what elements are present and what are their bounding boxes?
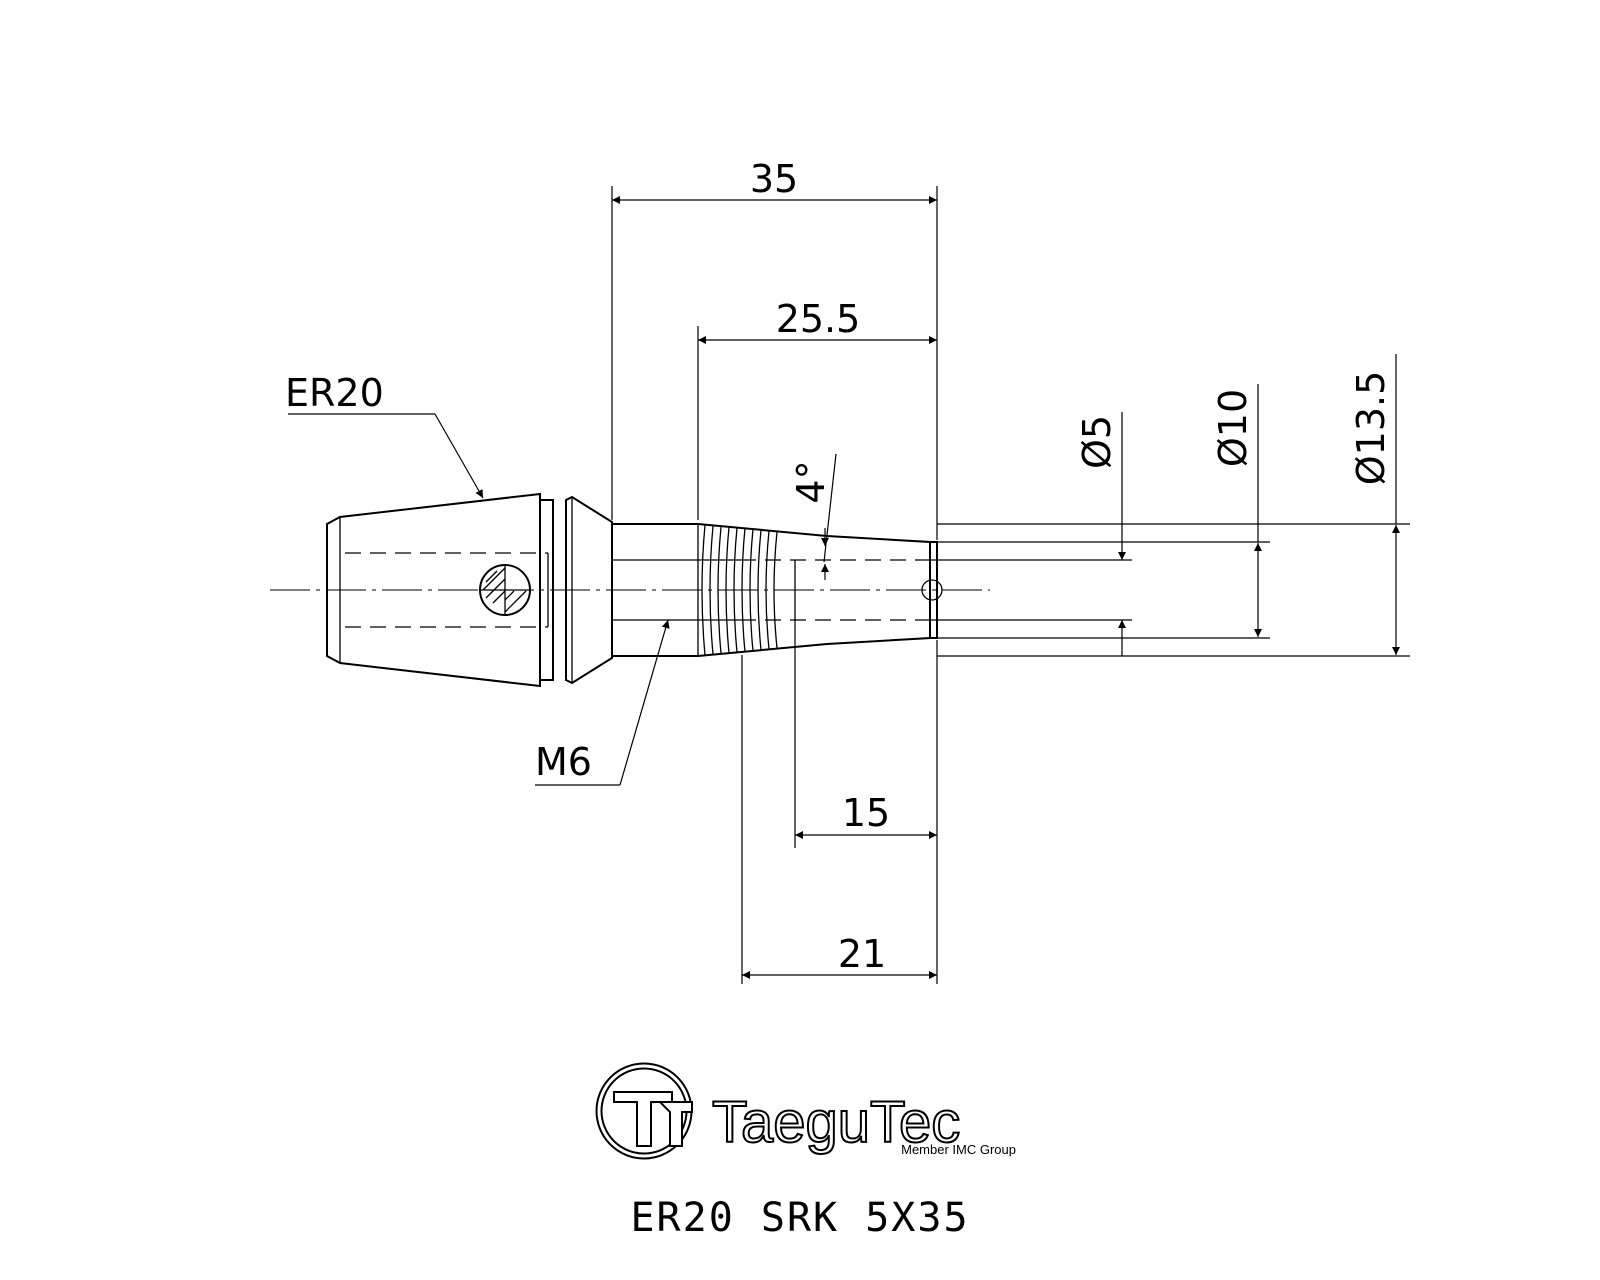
dim-dia-5-label: Ø5 [1075,415,1119,469]
logo-tagline: Member IMC Group [901,1142,1016,1157]
dim-35-label: 35 [750,157,798,201]
callout-m6-label: M6 [535,740,592,784]
dim-21: 21 [741,655,937,984]
cross-hole [479,564,531,616]
dim-21-label: 21 [838,932,886,976]
dim-dia-13-5: Ø13.5 [937,354,1410,657]
dim-dia-10-label: Ø10 [1211,389,1255,467]
dim-15-label: 15 [842,791,890,835]
dim-angle-label: 4° [789,460,833,503]
collet-body [326,492,613,688]
thread-grooves [701,524,778,656]
dim-dia-5: Ø5 [930,412,1132,656]
callout-er20-label: ER20 [285,371,384,415]
dim-25-5-label: 25.5 [776,297,861,341]
shank-body [611,523,943,657]
callout-m6: M6 [535,619,670,786]
dim-25-5: 25.5 [697,297,937,520]
dim-angle: 4° [789,453,837,580]
callout-er20: ER20 [285,371,484,499]
taegutec-logo: TaeguTec Member IMC Group [595,1062,1016,1160]
logo-brand: TaeguTec [712,1090,960,1155]
part-number-caption: ER20 SRK 5X35 [630,1195,970,1241]
dim-35: 35 [611,157,938,540]
dim-dia-13-5-label: Ø13.5 [1349,371,1393,486]
dim-15: 15 [794,620,938,984]
dim-dia-10: Ø10 [937,384,1270,639]
